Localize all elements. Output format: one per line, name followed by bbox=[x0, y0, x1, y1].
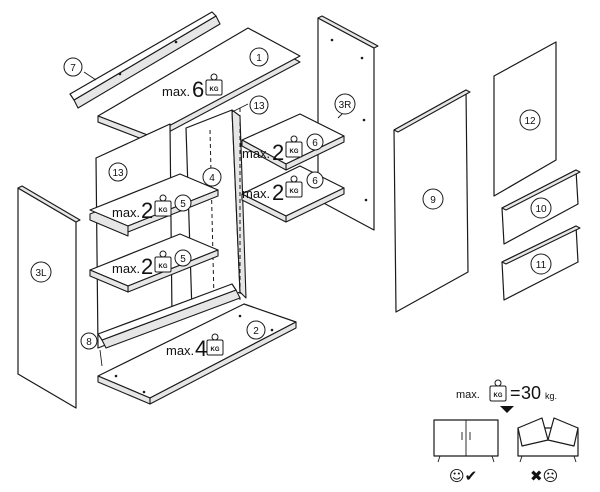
label-part-6-upper: 6 bbox=[312, 138, 318, 149]
weight-icon: KG bbox=[285, 175, 303, 198]
svg-text:KG: KG bbox=[290, 189, 299, 195]
svg-text:KG: KG bbox=[211, 347, 220, 353]
side-panel-3L bbox=[17, 185, 81, 409]
label-part-2: 2 bbox=[253, 326, 259, 337]
note-prefix: max. bbox=[456, 389, 480, 401]
load-shelf-left-lower-value: 2 bbox=[141, 254, 153, 279]
load-top-value: 6 bbox=[192, 77, 204, 102]
load-shelf-left-lower: max. 2 KG bbox=[112, 250, 172, 279]
svg-text:max.: max. bbox=[112, 261, 140, 276]
label-part-8: 8 bbox=[86, 337, 92, 348]
weight-icon: KG bbox=[285, 135, 303, 158]
label-part-5-upper: 5 bbox=[180, 199, 186, 210]
label-part-11: 11 bbox=[536, 260, 547, 271]
label-part-3L: 3L bbox=[35, 268, 47, 279]
load-shelf-right-upper-value: 2 bbox=[272, 140, 284, 165]
load-shelf-right-lower-value: 2 bbox=[272, 180, 284, 205]
kickboard-8 bbox=[97, 283, 241, 367]
load-shelf-right-upper: max. 2 KG bbox=[242, 135, 303, 165]
shelf-5-lower bbox=[89, 233, 219, 293]
incorrect-usage: ✖☹ bbox=[517, 417, 579, 485]
weight-icon: KG bbox=[154, 194, 172, 217]
label-part-7: 7 bbox=[70, 63, 76, 74]
label-part-13-upper: 13 bbox=[253, 101, 265, 112]
svg-text:max.: max. bbox=[112, 205, 140, 220]
svg-text:max.: max. bbox=[242, 186, 270, 201]
load-shelf-left-upper-value: 2 bbox=[141, 198, 153, 223]
load-top: max. 6 KG bbox=[162, 73, 223, 102]
divider-4 bbox=[185, 109, 247, 313]
svg-text:KG: KG bbox=[159, 264, 168, 270]
load-bottom-value: 4 bbox=[195, 336, 207, 361]
top-rail-7 bbox=[69, 11, 221, 109]
svg-text:KG: KG bbox=[290, 149, 299, 155]
note-equals: = bbox=[510, 383, 521, 403]
weight-icon: KG bbox=[206, 333, 224, 356]
correct-usage: ☺✔ bbox=[433, 419, 499, 485]
label-part-12: 12 bbox=[524, 116, 536, 127]
svg-text:max.: max. bbox=[166, 343, 194, 358]
label-part-5-lower: 5 bbox=[180, 254, 186, 265]
svg-text:KG: KG bbox=[159, 208, 168, 214]
label-part-3R: 3R bbox=[339, 100, 352, 111]
label-part-6-lower: 6 bbox=[312, 176, 318, 187]
label-part-9: 9 bbox=[430, 195, 436, 206]
bad-cross-frown-icon: ✖☹ bbox=[530, 467, 558, 485]
ok-smiley-check-icon: ☺✔ bbox=[449, 467, 477, 485]
weight-icon: KG bbox=[489, 379, 507, 402]
top-panel-1 bbox=[97, 27, 301, 143]
label-part-10: 10 bbox=[535, 204, 547, 215]
label-part-4: 4 bbox=[209, 173, 215, 184]
label-part-1: 1 bbox=[256, 53, 262, 64]
svg-text:max.: max. bbox=[242, 146, 270, 161]
label-part-13-left: 13 bbox=[112, 168, 124, 179]
load-bottom: max. 4 KG bbox=[166, 333, 224, 361]
callouts: 7 1 13 3R 13 4 5 5 6 6 3L 8 2 9 12 10 11 bbox=[30, 47, 552, 350]
total-load-note: max. KG = 30 kg. bbox=[456, 379, 557, 413]
bottom-panel-2 bbox=[97, 303, 297, 405]
weight-icon: KG bbox=[205, 73, 223, 96]
arrow-down-icon bbox=[500, 406, 514, 413]
svg-text:KG: KG bbox=[494, 393, 503, 399]
svg-text:KG: KG bbox=[210, 87, 219, 93]
load-shelf-left-upper: max. 2 KG bbox=[112, 194, 172, 223]
svg-text:max.: max. bbox=[162, 84, 190, 99]
note-unit: kg. bbox=[545, 391, 557, 401]
weight-icon: KG bbox=[154, 250, 172, 273]
load-shelf-right-lower: max. 2 KG bbox=[242, 175, 303, 205]
note-total: 30 bbox=[521, 383, 541, 403]
